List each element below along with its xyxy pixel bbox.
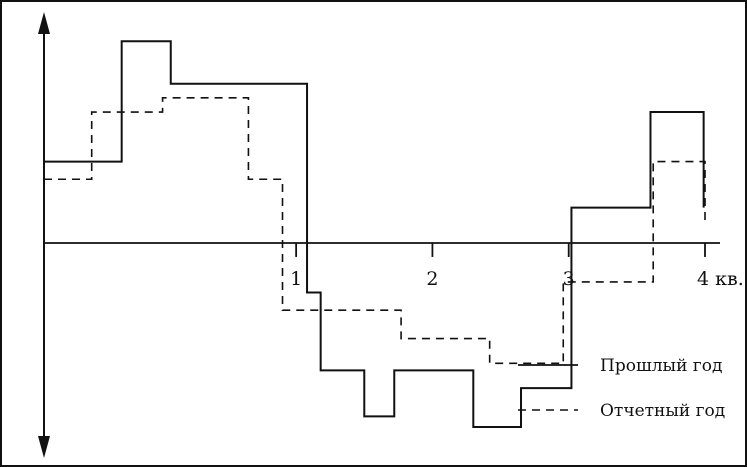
series-current-year-line <box>44 97 706 365</box>
x-tick-label-1: 1 <box>290 268 302 290</box>
series-layer <box>44 40 706 428</box>
x-tick-label-4: 4 кв. <box>697 268 744 290</box>
legend-label-last-year: Прошлый год <box>600 356 722 376</box>
legend-label-current-year: Отчетный год <box>600 401 725 421</box>
legend: Прошлый год Отчетный год <box>518 356 725 421</box>
y-axis-arrow-up <box>38 12 50 34</box>
series-last-year-line <box>44 40 705 428</box>
x-tick-label-3: 3 <box>563 268 575 290</box>
y-axis-arrow-down <box>38 436 50 458</box>
x-ticks: 1 2 3 4 кв. <box>290 242 744 290</box>
x-tick-label-2: 2 <box>426 268 438 290</box>
